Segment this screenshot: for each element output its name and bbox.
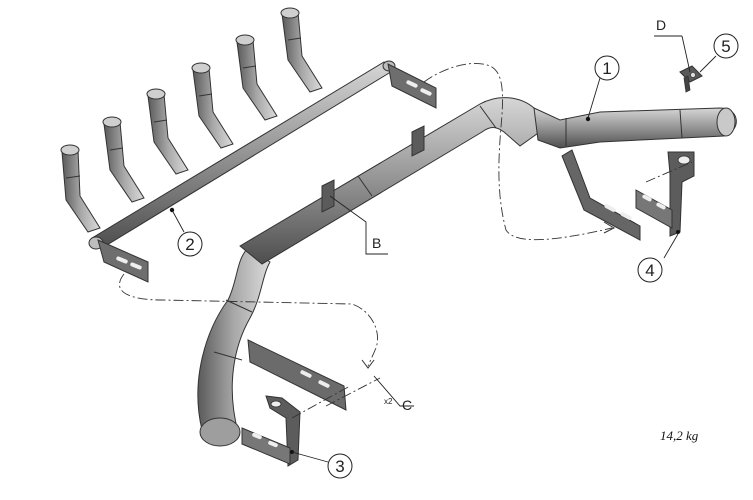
- header-pipe: [146, 88, 189, 175]
- quantity-label: x2: [384, 397, 393, 406]
- svg-text:2: 2: [185, 235, 194, 254]
- rear-bracket-part: [635, 151, 695, 237]
- callout-5: 5: [713, 33, 739, 59]
- header-manifold-part: [60, 7, 437, 283]
- reference-label-c: C: [402, 397, 412, 413]
- header-pipe: [60, 144, 101, 233]
- clamp-part: [679, 65, 703, 93]
- header-pipe: [102, 116, 145, 203]
- svg-text:4: 4: [645, 261, 654, 280]
- header-pipe: [191, 62, 234, 149]
- reference-label-b: B: [372, 235, 381, 251]
- weight-label: 14,2 kg: [660, 428, 699, 443]
- callout-4: 4: [637, 257, 663, 283]
- leader-lines: [171, 35, 717, 463]
- reference-label-d: D: [656, 17, 666, 33]
- svg-text:1: 1: [602, 59, 611, 78]
- svg-text:5: 5: [721, 37, 730, 56]
- header-pipe: [280, 7, 323, 93]
- arrowheads: [361, 221, 616, 369]
- assembly-path-lines: [119, 62, 693, 419]
- callout-3: 3: [327, 453, 353, 479]
- front-bracket-part: [241, 395, 301, 467]
- callout-2: 2: [177, 231, 203, 257]
- callout-1: 1: [594, 55, 620, 81]
- header-pipe: [235, 34, 278, 121]
- tail-pipe-part: [197, 97, 737, 447]
- svg-text:3: 3: [335, 457, 344, 476]
- leader-dot: [169, 207, 175, 213]
- leader-dot: [585, 116, 591, 122]
